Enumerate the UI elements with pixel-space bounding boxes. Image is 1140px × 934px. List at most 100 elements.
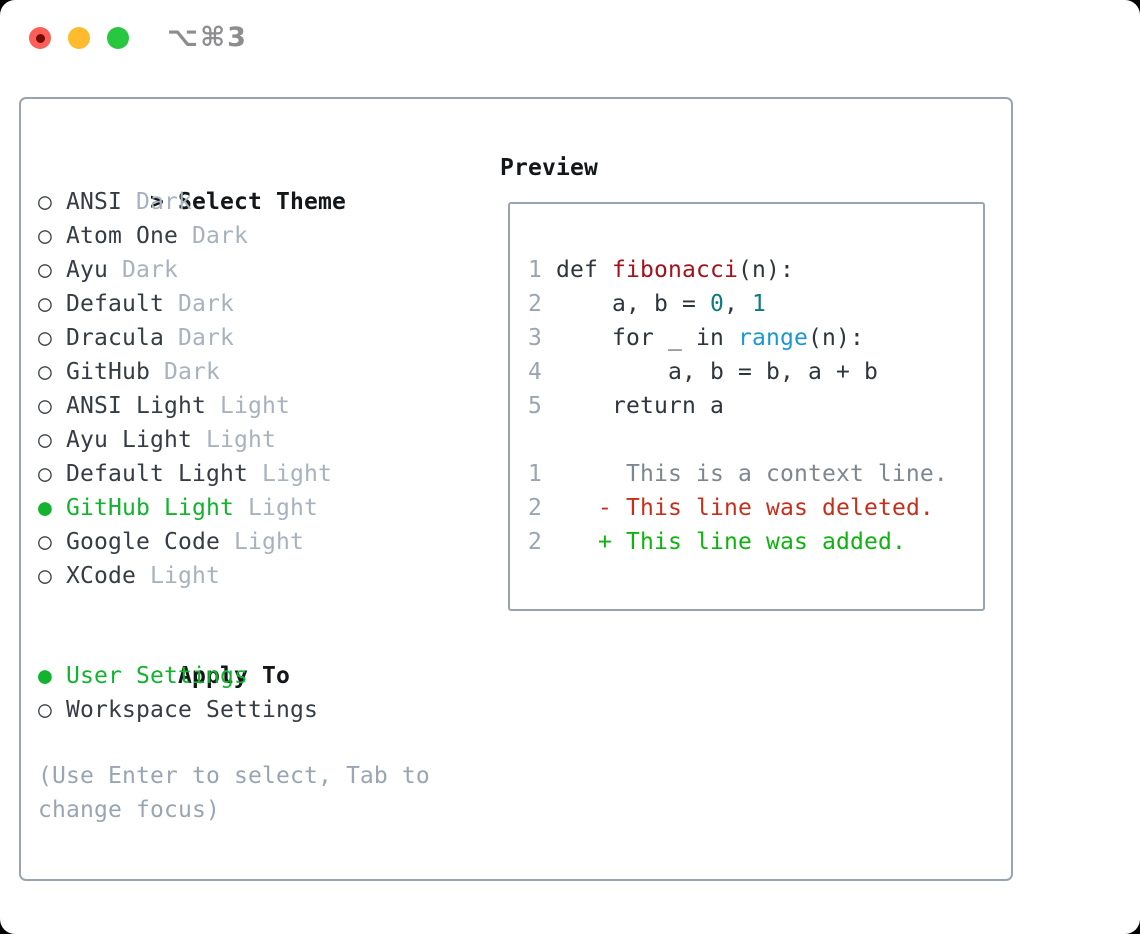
- theme-name: Default Light: [66, 461, 248, 487]
- code-segment: + This line was added.: [598, 529, 906, 555]
- radio-selected-icon: ●: [38, 663, 52, 689]
- select-theme-header: > Select Theme: [38, 151, 491, 215]
- theme-name: Google Code: [66, 529, 220, 555]
- radio-unselected-icon: ○: [38, 427, 52, 453]
- radio-unselected-icon: ○: [38, 529, 52, 555]
- code-segment: (n):: [737, 257, 794, 283]
- radio-unselected-icon: ○: [38, 697, 52, 723]
- select-theme-label: Select Theme: [177, 189, 346, 215]
- hint-text: (Use Enter to select, Tab to change focu…: [38, 763, 430, 823]
- code-segment: for _ in: [556, 325, 738, 351]
- radio-unselected-icon: ○: [38, 257, 52, 283]
- theme-name: GitHub Light: [66, 495, 234, 521]
- code-segment: [542, 495, 598, 521]
- theme-name: GitHub: [66, 359, 150, 385]
- line-number: 3: [528, 325, 556, 351]
- theme-name: Ayu Light: [66, 427, 192, 453]
- theme-name: ANSI Light: [66, 393, 206, 419]
- theme-option-ansi[interactable]: ○ ANSI Dark: [38, 185, 491, 219]
- theme-name: Atom One: [66, 223, 178, 249]
- theme-variant-tag: Dark: [136, 189, 192, 215]
- traffic-lights: [29, 27, 129, 49]
- preview-line-5: 5 return a: [528, 389, 983, 423]
- line-number: 1: [528, 461, 542, 487]
- preview-line-4: 4 a, b = b, a + b: [528, 355, 983, 389]
- theme-name: XCode: [66, 563, 136, 589]
- theme-variant-tag: Dark: [122, 257, 178, 283]
- code-segment: a, b = b, a + b: [556, 359, 878, 385]
- radio-unselected-icon: ○: [38, 359, 52, 385]
- code-segment: def: [556, 257, 612, 283]
- code-segment: return a: [556, 393, 724, 419]
- line-number: 4: [528, 359, 556, 385]
- apply-to-list: ● User Settings ○ Workspace Settings: [38, 659, 491, 727]
- theme-variant-tag: Light: [233, 529, 304, 555]
- radio-unselected-icon: ○: [38, 325, 52, 351]
- maximize-button[interactable]: [107, 27, 129, 49]
- code-segment: fibonacci: [612, 257, 738, 283]
- line-number: 2: [528, 529, 542, 555]
- line-number: 2: [528, 495, 542, 521]
- theme-variant-tag: Light: [219, 393, 290, 419]
- preview-label: Preview: [500, 155, 598, 181]
- preview-column: Preview 1 def fibonacci(n):2 a, b = 0, 1…: [491, 99, 1011, 879]
- theme-name: ANSI: [66, 189, 122, 215]
- preview-blank-line: [528, 423, 983, 457]
- radio-unselected-icon: ○: [38, 189, 52, 215]
- theme-option-github-light[interactable]: ● GitHub Light Light: [38, 491, 491, 525]
- close-button-dot: [35, 33, 45, 43]
- window-title: ⌥⌘3: [167, 22, 248, 53]
- radio-unselected-icon: ○: [38, 393, 52, 419]
- apply-option-name: Workspace Settings: [66, 697, 318, 723]
- line-number: 2: [528, 291, 556, 317]
- theme-variant-tag: Light: [150, 563, 220, 589]
- code-segment: ,: [723, 291, 752, 317]
- theme-option-default[interactable]: ○ Default Dark: [38, 287, 491, 321]
- radio-unselected-icon: ○: [38, 291, 52, 317]
- theme-variant-tag: Dark: [191, 223, 248, 249]
- theme-variant-tag: Light: [261, 461, 332, 487]
- code-segment: - This line was deleted.: [598, 495, 934, 521]
- preview-line-7: 1 This is a context line.: [528, 457, 983, 491]
- line-number: 5: [528, 393, 556, 419]
- cursor-icon: >: [149, 189, 164, 215]
- theme-name: Default: [66, 291, 164, 317]
- theme-variant-tag: Light: [247, 495, 318, 521]
- theme-option-atom-one[interactable]: ○ Atom One Dark: [38, 219, 491, 253]
- titlebar: ⌥⌘3: [0, 0, 1140, 76]
- theme-option-xcode[interactable]: ○ XCode Light: [38, 559, 491, 593]
- theme-option-ansi-light[interactable]: ○ ANSI Light Light: [38, 389, 491, 423]
- preview-line-9: 2 + This line was added.: [528, 525, 983, 559]
- radio-unselected-icon: ○: [38, 223, 52, 249]
- preview-line-2: 2 a, b = 0, 1: [528, 287, 983, 321]
- minimize-button[interactable]: [68, 27, 90, 49]
- radio-unselected-icon: ○: [38, 563, 52, 589]
- code-segment: (n):: [807, 325, 864, 351]
- preview-line-8: 2 - This line was deleted.: [528, 491, 983, 525]
- code-segment: a, b =: [556, 291, 710, 317]
- theme-option-default-light[interactable]: ○ Default Light Light: [38, 457, 491, 491]
- apply-option-workspace-settings[interactable]: ○ Workspace Settings: [38, 693, 491, 727]
- apply-option-name: User Settings: [66, 663, 248, 689]
- apply-to-header: Apply To: [38, 625, 491, 689]
- theme-name: Dracula: [66, 325, 164, 351]
- theme-variant-tag: Dark: [177, 291, 234, 317]
- apply-option-user-settings[interactable]: ● User Settings: [38, 659, 491, 693]
- radio-selected-icon: ●: [38, 495, 52, 521]
- preview-line-1: 1 def fibonacci(n):: [528, 253, 983, 287]
- code-segment: This is a context line.: [542, 461, 948, 487]
- radio-unselected-icon: ○: [38, 461, 52, 487]
- theme-option-google-code[interactable]: ○ Google Code Light: [38, 525, 491, 559]
- apply-to-label: Apply To: [177, 663, 290, 689]
- preview-line-3: 3 for _ in range(n):: [528, 321, 983, 355]
- close-button[interactable]: [29, 27, 51, 49]
